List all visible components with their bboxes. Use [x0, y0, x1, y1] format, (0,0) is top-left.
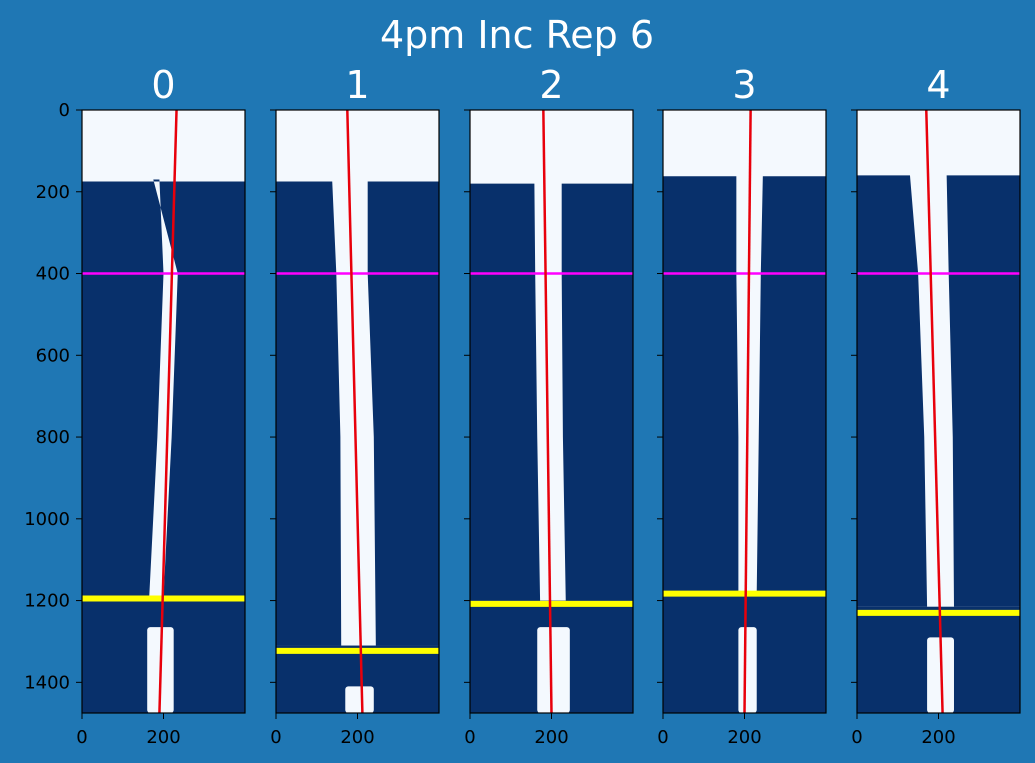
wall-region	[82, 179, 245, 597]
x-tick-label: 0	[851, 727, 862, 748]
wall-region	[663, 176, 826, 593]
panel-1: 1 0 200	[270, 63, 440, 748]
panel-title: 3	[732, 63, 756, 107]
fit-line	[346, 110, 364, 713]
x-tick-label: 200	[921, 727, 955, 748]
plug-region	[345, 686, 374, 713]
y-tick-label: 800	[36, 427, 70, 448]
y-tick-label: 400	[36, 264, 70, 285]
y-tick-label: 0	[59, 100, 70, 121]
plug-region	[738, 627, 757, 713]
panel-title: 2	[539, 63, 563, 107]
panel-image	[663, 110, 826, 713]
panel-title: 0	[151, 63, 175, 107]
panel-4: 4 0 200	[851, 63, 1021, 748]
x-tick-label: 200	[727, 727, 761, 748]
y-tick-label: 200	[36, 182, 70, 203]
x-tick-label: 0	[76, 727, 87, 748]
figure-title: 4pm Inc Rep 6	[380, 13, 654, 57]
panel-title: 4	[926, 63, 950, 107]
wall-region	[276, 181, 439, 646]
fit-line	[925, 110, 944, 713]
panel-title: 1	[345, 63, 369, 107]
wall-region	[857, 175, 1020, 607]
x-tick-label: 0	[270, 727, 281, 748]
x-tick-label: 0	[657, 727, 668, 748]
y-tick-label: 1000	[24, 509, 70, 530]
x-tick-label: 200	[340, 727, 374, 748]
x-tick-label: 200	[146, 727, 180, 748]
y-tick-label: 600	[36, 345, 70, 366]
panel-3: 3 0 200	[657, 63, 827, 748]
panel-image	[470, 110, 633, 713]
panel-image	[857, 110, 1020, 713]
panel-0: 0 0 200 0 200 400 600 800 1000 1200 1400	[24, 63, 246, 748]
fit-line	[158, 110, 178, 713]
panel-image	[276, 110, 439, 713]
x-tick-label: 200	[534, 727, 568, 748]
panel-2: 2 0 200	[464, 63, 634, 748]
y-tick-label: 1400	[24, 672, 70, 693]
y-tick-label: 1200	[24, 591, 70, 612]
fit-line	[743, 110, 752, 713]
x-tick-label: 0	[464, 727, 475, 748]
wall-region	[470, 183, 633, 601]
plug-region	[537, 627, 570, 713]
fit-line	[542, 110, 553, 713]
panel-image	[82, 110, 245, 713]
